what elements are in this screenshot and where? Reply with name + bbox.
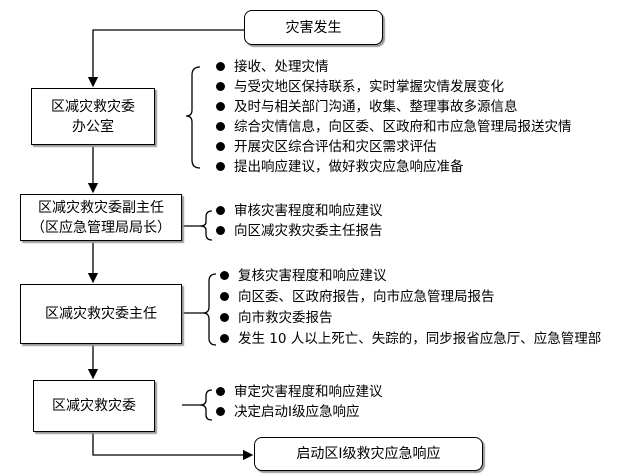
stage-deputy-box: 区减灾救灾委副主任 （区应急管理局局长） <box>20 194 182 241</box>
stage-office-box: 区减灾救灾委 办公室 <box>31 88 155 145</box>
end-node: 启动区Ⅰ级救灾应急响应 <box>254 437 483 471</box>
stage-deputy-title-line-2: （区应急管理局局长） <box>31 219 171 236</box>
stage-committee-box: 区减灾救灾委 <box>33 380 155 432</box>
stage-committee-title-line-1: 区减灾救灾委 <box>52 398 136 414</box>
stage-director-task-list: 复核灾害程度和响应建议 向区委、区政府报告，向市应急管理局报告 向市救灾委报告 … <box>218 266 601 350</box>
bullet-icon <box>220 313 229 322</box>
stage-committee-task-list: 审定灾害程度和响应建议 决定启动Ⅰ级应急响应 <box>214 382 383 422</box>
task-item: 审核灾害程度和响应建议 <box>214 201 383 221</box>
connector-start-to-office <box>87 29 244 88</box>
stage-deputy-task-list: 审核灾害程度和响应建议 向区减灾救灾委主任报告 <box>214 201 383 241</box>
bullet-icon <box>216 387 225 396</box>
bullet-icon <box>220 334 229 343</box>
bullet-icon <box>216 206 225 215</box>
bullet-icon <box>216 226 225 235</box>
stage-director-box: 区减灾救灾委主任 <box>20 284 182 344</box>
bullet-icon <box>216 142 225 151</box>
task-item: 审定灾害程度和响应建议 <box>214 382 383 402</box>
task-item: 发生 10 人以上死亡、失踪的，同步报省应急厅、应急管理部 <box>218 329 601 350</box>
start-node-label: 灾害发生 <box>285 19 342 36</box>
task-item: 开展灾区综合评估和灾区需求评估 <box>214 137 572 157</box>
bullet-icon <box>216 62 225 71</box>
task-item: 及时与相关部门沟通，收集、整理事故多源信息 <box>214 97 572 117</box>
bracket-deputy <box>182 210 213 241</box>
task-item: 与受灾地区保持联系，实时掌握灾情发展变化 <box>214 77 572 97</box>
bullet-icon <box>216 102 225 111</box>
end-node-label: 启动区Ⅰ级救灾应急响应 <box>296 446 441 462</box>
task-item: 接收、处理灾情 <box>214 57 572 77</box>
stage-office-title-line-2: 办公室 <box>72 118 114 135</box>
bracket-office <box>185 66 201 169</box>
bullet-icon <box>220 271 229 280</box>
task-item: 决定启动Ⅰ级应急响应 <box>214 402 383 422</box>
task-item: 综合灾情信息，向区委、区政府和市应急管理局报送灾情 <box>214 117 572 137</box>
task-item: 向区减灾救灾委主任报告 <box>214 221 383 241</box>
bullet-icon <box>216 82 225 91</box>
task-item: 复核灾害程度和响应建议 <box>218 266 601 287</box>
task-item: 向区委、区政府报告，向市应急管理局报告 <box>218 287 601 308</box>
bullet-icon <box>216 122 225 131</box>
stage-office-title-line-1: 区减灾救灾委 <box>51 98 135 115</box>
stage-director-title-line-1: 区减灾救灾委主任 <box>45 306 157 322</box>
bullet-icon <box>216 162 225 171</box>
start-node: 灾害发生 <box>244 10 383 45</box>
task-item: 向市救灾委报告 <box>218 308 601 329</box>
bracket-committee <box>182 389 213 421</box>
bullet-icon <box>216 407 225 416</box>
stage-office-task-list: 接收、处理灾情 与受灾地区保持联系，实时掌握灾情发展变化 及时与相关部门沟通，收… <box>214 57 572 177</box>
bullet-icon <box>220 292 229 301</box>
task-item: 提出响应建议，做好救灾应急响应准备 <box>214 157 572 177</box>
connector-committee-to-end <box>92 432 254 461</box>
bracket-director <box>182 273 217 346</box>
stage-deputy-title-line-1: 区减灾救灾委副主任 <box>38 199 164 216</box>
